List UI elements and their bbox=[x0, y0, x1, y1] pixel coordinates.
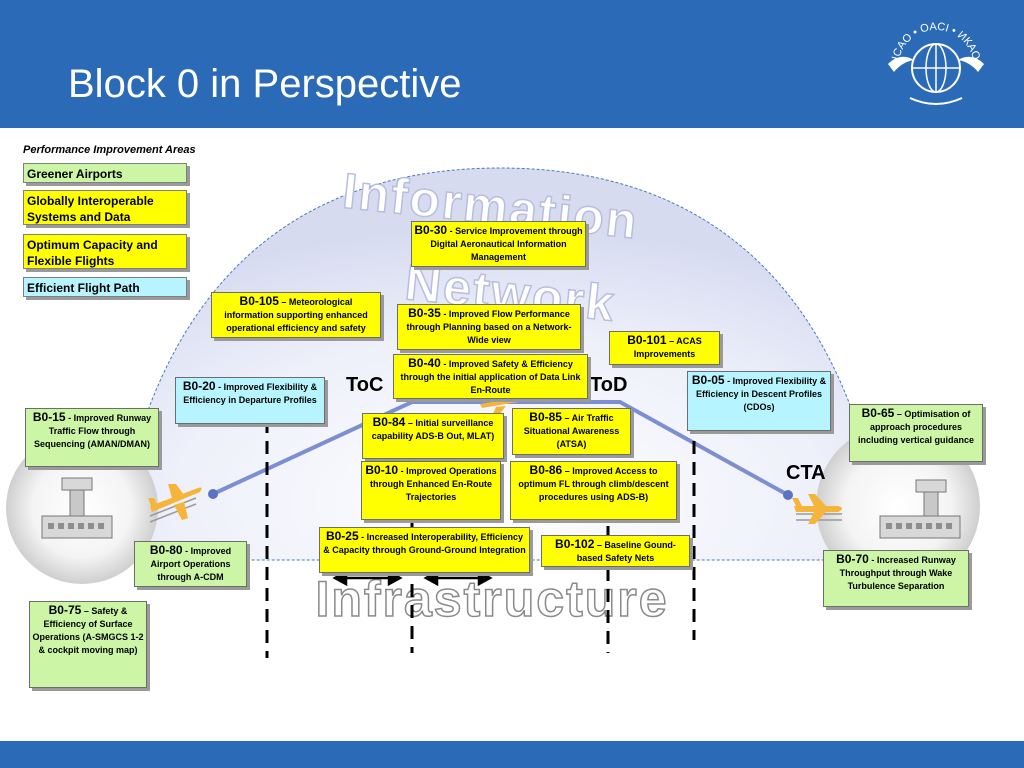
module-b0-20: B0-20 - Improved Flexibility & Efficienc… bbox=[175, 377, 325, 424]
header-bar bbox=[0, 0, 1024, 128]
page-title: Block 0 in Perspective bbox=[68, 62, 462, 106]
arrival-plane-icon bbox=[792, 494, 842, 524]
layer-infrastructure: Infrastructure bbox=[315, 571, 668, 627]
module-b0-35: B0-35 - Improved Flow Performance throug… bbox=[397, 304, 581, 350]
arrival-terminal-icon bbox=[879, 479, 961, 539]
module-b0-25: B0-25 - Increased Interoperability, Effi… bbox=[319, 527, 530, 573]
arrival-point bbox=[783, 490, 793, 500]
module-b0-86: B0-86 – Improved Access to optimum FL th… bbox=[510, 461, 677, 520]
module-b0-84: B0-84 – Initial surveillance capability … bbox=[362, 413, 504, 459]
tod-label: ToD bbox=[590, 374, 628, 396]
legend-interoperable-systems: Globally Interoperable Systems and Data bbox=[23, 190, 187, 225]
departure-terminal-icon bbox=[41, 477, 113, 539]
ground-arrow-right-icon bbox=[423, 569, 493, 587]
arrival-airport-circle bbox=[816, 424, 980, 588]
module-b0-40: B0-40 - Improved Safety & Efficiency thr… bbox=[393, 354, 588, 399]
module-b0-75: B0-75 – Safety & Efficiency of Surface O… bbox=[29, 601, 147, 688]
module-b0-101: B0-101 – ACAS Improvements bbox=[609, 331, 720, 365]
legend-greener-airports: Greener Airports bbox=[23, 163, 187, 183]
icao-emblem-icon: ICAO • OACI • ИКАО bbox=[888, 21, 984, 105]
module-b0-80: B0-80 - Improved Airport Operations thro… bbox=[134, 541, 247, 587]
module-b0-65: B0-65 – Optimisation of approach procedu… bbox=[849, 404, 983, 462]
departure-plane-icon bbox=[148, 484, 202, 523]
module-b0-10: B0-10 - Improved Operations through Enha… bbox=[361, 461, 501, 520]
legend-efficient-flight-path: Efficient Flight Path bbox=[23, 277, 187, 297]
legend-optimum-capacity: Optimum Capacity and Flexible Flights bbox=[23, 234, 187, 269]
ground-arrow-left-icon bbox=[332, 569, 403, 587]
module-b0-70: B0-70 - Increased Runway Throughput thro… bbox=[823, 550, 969, 607]
cta-label: CTA bbox=[786, 462, 826, 484]
departure-point bbox=[208, 489, 218, 499]
footer-bar bbox=[0, 741, 1024, 768]
module-b0-105: B0-105 – Meteorological information supp… bbox=[211, 292, 381, 338]
module-b0-15: B0-15 - Improved Runway Traffic Flow thr… bbox=[25, 408, 159, 467]
toc-label: ToC bbox=[346, 374, 384, 396]
module-b0-05: B0-05 - Improved Flexibility & Efficienc… bbox=[687, 371, 831, 431]
legend-title: Performance Improvement Areas bbox=[23, 144, 196, 156]
module-b0-85: B0-85 – Air Traffic Situational Awarenes… bbox=[512, 408, 631, 455]
module-b0-30: B0-30 - Service Improvement through Digi… bbox=[411, 221, 586, 267]
module-b0-102: B0-102 – Baseline Gound-based Safety Net… bbox=[541, 535, 690, 567]
